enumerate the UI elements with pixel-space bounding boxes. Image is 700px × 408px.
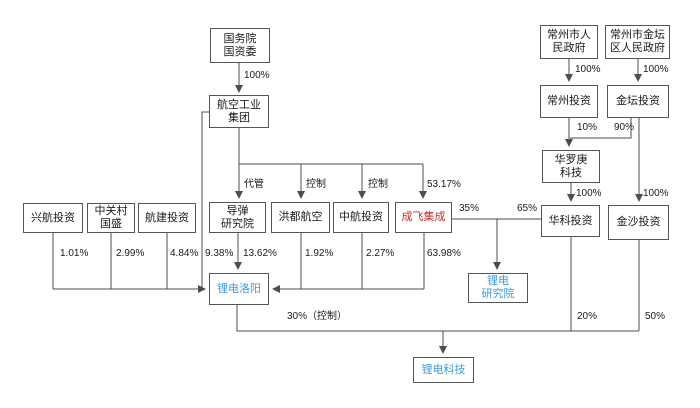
node-huake: 华科投资 xyxy=(541,205,600,237)
edge-label-35: 35% xyxy=(459,203,480,214)
node-xinghang: 兴航投资 xyxy=(23,203,83,233)
node-avic: 航空工业 集团 xyxy=(209,95,269,128)
edge-label-100-sasac: 100% xyxy=(244,70,270,81)
edge-label-100-jintan: 100% xyxy=(643,64,669,75)
node-hualuogeng: 华罗庚 科技 xyxy=(542,150,600,183)
edge-label-1-01: 1.01% xyxy=(60,248,89,259)
edge-label-65: 65% xyxy=(517,203,538,214)
edge-label-90: 90% xyxy=(614,122,635,133)
node-jintan-gov: 常州市金坛 区人民政府 xyxy=(605,25,670,59)
node-sasac: 国务院 国资委 xyxy=(210,28,270,63)
edge-label-2-99: 2.99% xyxy=(116,248,145,259)
edge-label-20: 20% xyxy=(577,311,598,322)
node-changzhou-gov: 常州市人 民政府 xyxy=(540,25,598,59)
edge-label-kongzhi-2: 控制 xyxy=(368,179,388,190)
edge-label-100-jinsha: 100% xyxy=(643,188,669,199)
edge-label-daiguan: 代管 xyxy=(244,179,264,190)
node-daodan: 导弹 研究院 xyxy=(209,202,266,233)
edge-label-100-hualuogeng: 100% xyxy=(576,188,602,199)
edge-label-10: 10% xyxy=(577,122,598,133)
node-jinsha: 金沙投资 xyxy=(608,205,669,240)
node-lidian-keji: 锂电科技 xyxy=(413,357,474,383)
node-changzhou-inv: 常州投资 xyxy=(540,85,598,118)
node-zhonghang: 中航投资 xyxy=(333,202,389,233)
edge-label-2-27: 2.27% xyxy=(366,248,395,259)
edge-label-50: 50% xyxy=(645,311,666,322)
edge-label-63-98: 63.98% xyxy=(427,248,461,259)
node-lidian-yanjiuyuan: 锂电 研究院 xyxy=(468,273,528,303)
edge-label-1-92: 1.92% xyxy=(305,248,334,259)
edge-label-kongzhi-1: 控制 xyxy=(306,179,326,190)
edge-label-9-38: 9.38% xyxy=(205,248,234,259)
node-lidian-luoyang: 锂电洛阳 xyxy=(209,273,269,305)
node-chengfei: 成飞集成 xyxy=(395,202,452,233)
edge-label-30-control: 30%（控制） xyxy=(287,311,348,322)
node-hangjian: 航建投资 xyxy=(138,203,196,233)
node-zhongguancun: 中关村 国盛 xyxy=(87,203,135,233)
edge-label-53-17: 53.17% xyxy=(427,179,461,190)
edge-label-4-84: 4.84% xyxy=(170,248,199,259)
node-hongdu: 洪都航空 xyxy=(271,202,330,233)
edge-label-100-changzhou: 100% xyxy=(575,64,601,75)
edge-label-13-62: 13.62% xyxy=(243,248,277,259)
node-jintan-inv: 金坛投资 xyxy=(607,85,669,118)
